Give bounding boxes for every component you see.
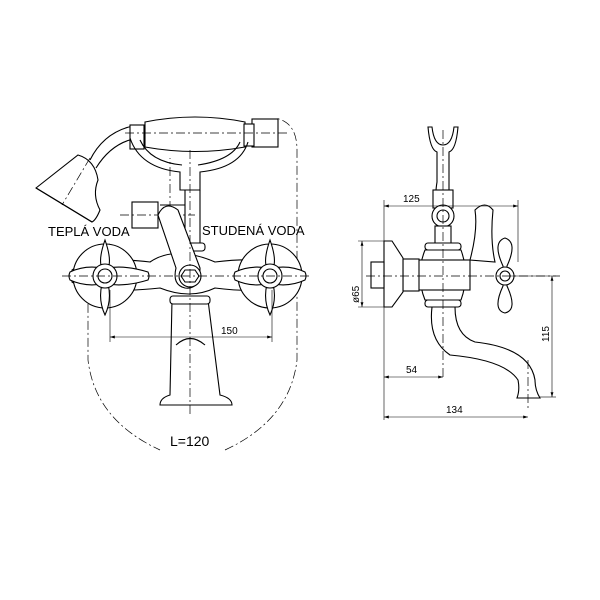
cold-water-knob	[233, 238, 307, 317]
shower-head	[35, 154, 101, 223]
front-view: 150 TEPLÁ VODA STUDENÁ VODA L=120	[35, 116, 310, 451]
side-view: 125 ø65 115 54 134	[351, 126, 560, 420]
cold-water-label: STUDENÁ VODA	[202, 223, 305, 238]
dim-total-depth-label: 134	[446, 405, 463, 416]
dim-diameter-label: ø65	[351, 285, 362, 303]
dim-spacing-label: 150	[221, 326, 238, 337]
side-lever	[469, 204, 496, 263]
dim-height-label: 115	[541, 326, 552, 342]
cradle	[129, 137, 249, 191]
wall-flange	[383, 240, 404, 308]
side-spout	[430, 306, 541, 399]
handset-body	[144, 116, 246, 153]
dim-width-label: 125	[403, 194, 420, 205]
hot-water-knob	[68, 238, 150, 317]
dim-wall-axis-label: 54	[406, 365, 418, 376]
spout-length-label: L=120	[170, 433, 210, 449]
base-pillar	[159, 299, 233, 406]
hot-water-label: TEPLÁ VODA	[48, 224, 130, 239]
